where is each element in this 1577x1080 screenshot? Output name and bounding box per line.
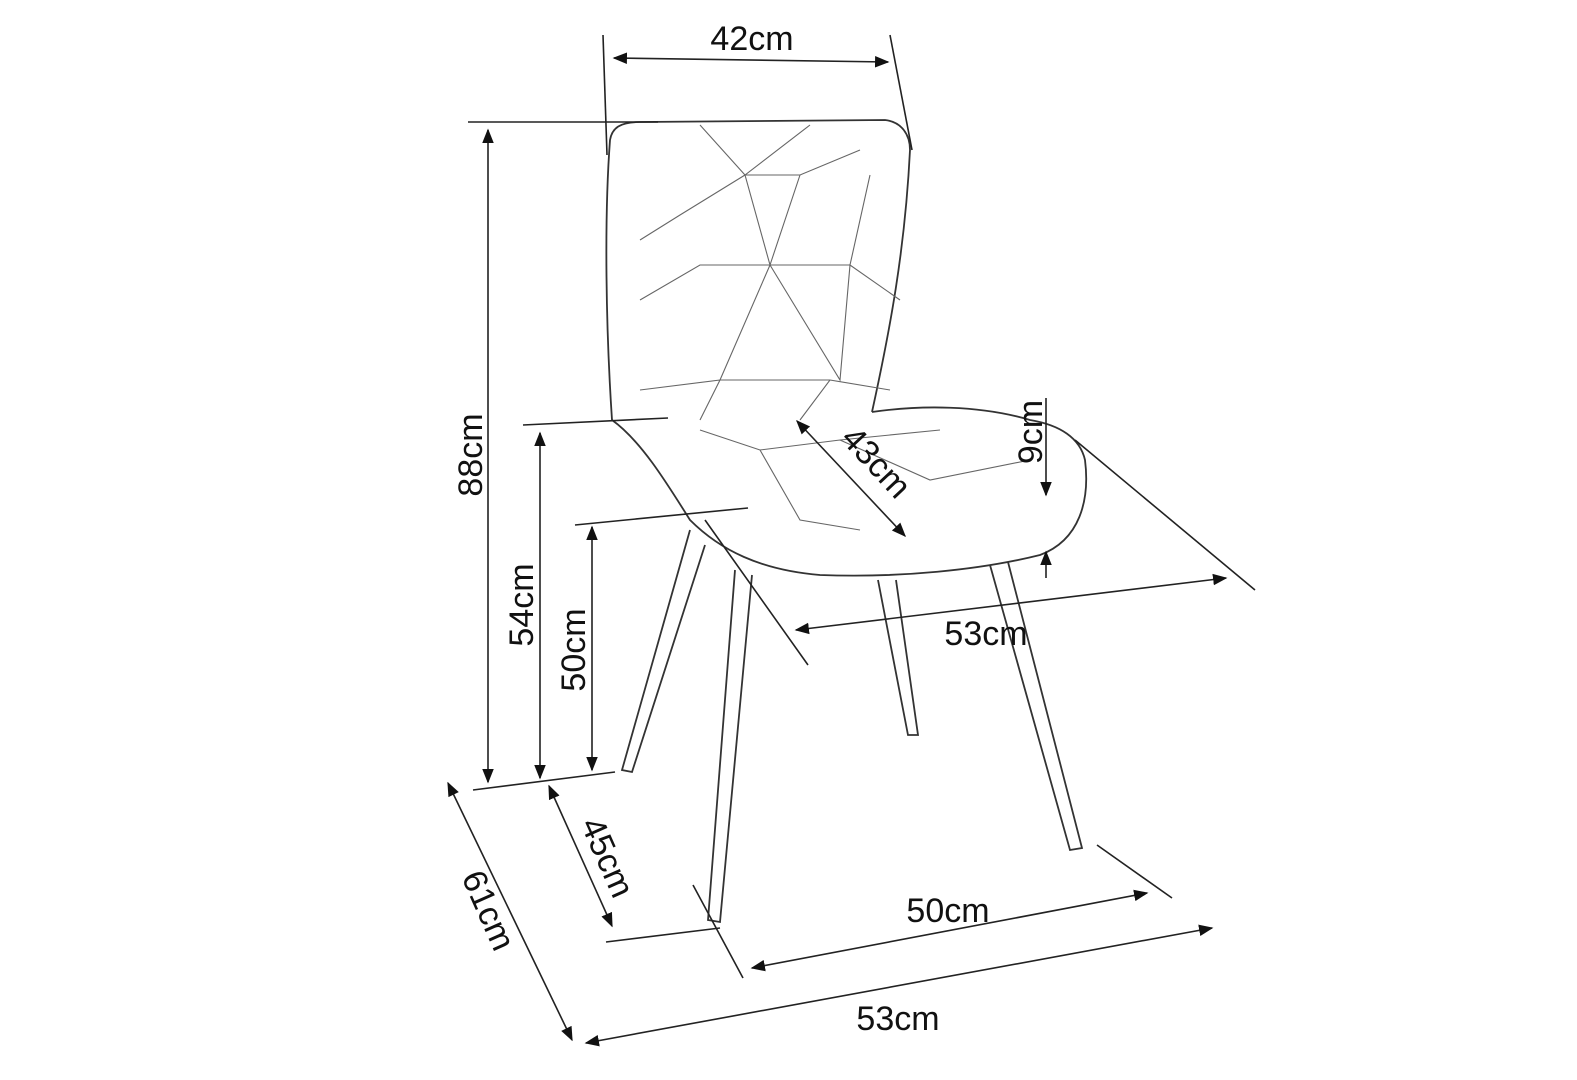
arrow-total-depth [447,781,573,1042]
label-seat-height: 50cm [555,608,593,691]
label-cushion-thickness: 9cm [1012,400,1050,464]
arrow-seat-depth [796,419,906,538]
label-leg-depth: 45cm [573,812,642,903]
label-armrest-height: 54cm [503,563,541,646]
chair-leg-back-right [989,561,1084,852]
label-leg-width: 50cm [906,892,989,930]
label-seat-width: 53cm [944,615,1027,653]
label-back-width: 42cm [710,20,793,58]
arrow-total-width [584,924,1214,1047]
chair-leg-back-left [877,579,920,736]
label-seat-depth: 43cm [834,419,918,506]
dimension-arrows [447,52,1228,1047]
label-total-depth: 61cm [454,865,523,956]
label-total-height: 88cm [452,413,490,496]
chair-leg-front-left [620,529,706,774]
arrow-seat-width [794,573,1228,635]
chair-illustration [605,119,1088,924]
chair-backrest [605,119,911,421]
label-total-width: 53cm [856,1000,939,1038]
arrow-back-width [612,52,890,68]
chair-leg-front-right [707,569,753,924]
chair-seat [611,406,1088,577]
